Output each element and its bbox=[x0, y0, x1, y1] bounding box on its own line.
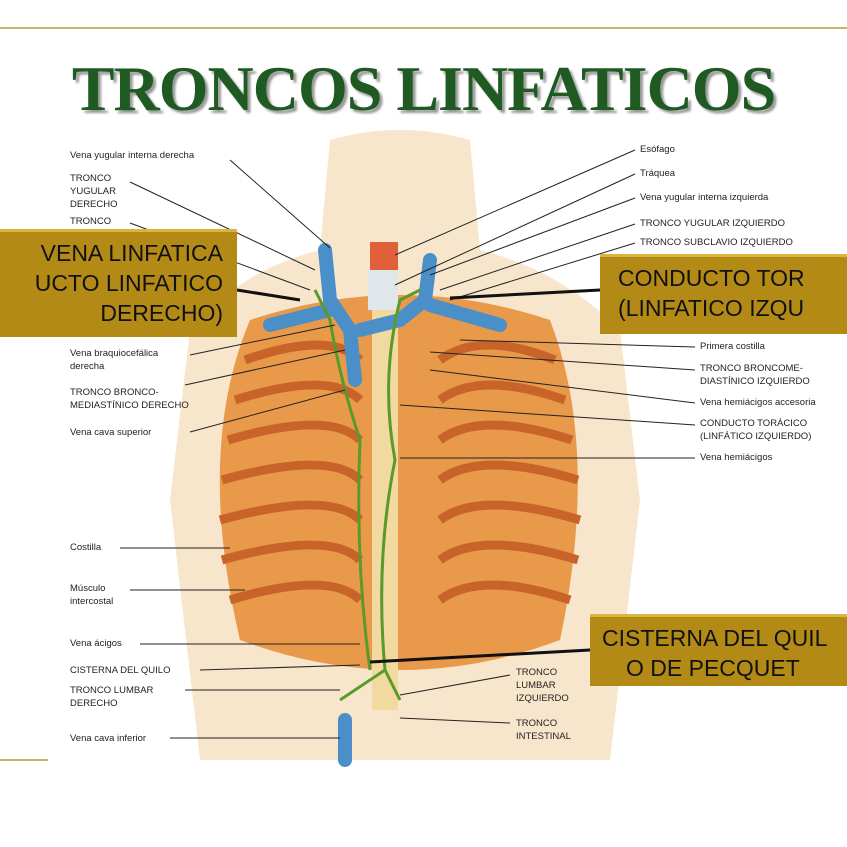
label-tronco-yugular-izquierdo: TRONCO YUGULAR IZQUIERDO bbox=[640, 218, 785, 229]
label-hemiacigos-accesoria: Vena hemiácigos accesoria bbox=[700, 397, 816, 408]
callout-arrows bbox=[236, 288, 601, 664]
label-tronco: TRONCO bbox=[70, 216, 112, 227]
label-tronco-bronco-derecho: TRONCO BRONCO-MEDIASTÍNICO DERECHO bbox=[70, 387, 189, 411]
ribs bbox=[218, 340, 582, 605]
slide-title: TRONCOS LINFATICOS bbox=[71, 53, 776, 124]
label-esofago: Esófago bbox=[640, 144, 675, 155]
label-vena-yugular-derecha: Vena yugular interna derecha bbox=[70, 150, 195, 161]
callout-thoracic-duct: CONDUCTO TOR(LINFATICO IZQU bbox=[600, 254, 847, 334]
label-hemiacigos: Vena hemiácigos bbox=[700, 452, 773, 463]
spine bbox=[372, 290, 398, 710]
bottom-rule bbox=[0, 759, 48, 761]
label-vena-cava-superior: Vena cava superior bbox=[70, 427, 152, 438]
label-vena-cava-inferior: Vena cava inferior bbox=[70, 733, 147, 744]
label-vena-acigos: Vena ácigos bbox=[70, 638, 122, 649]
veins bbox=[263, 243, 507, 767]
label-cisterna: CISTERNA DEL QUILO bbox=[70, 665, 171, 676]
label-conducto-toracico: CONDUCTO TORÁCICO(LINFÁTICO IZQUIERDO) bbox=[700, 418, 812, 442]
trachea bbox=[368, 270, 398, 310]
label-primera-costilla: Primera costilla bbox=[700, 341, 765, 352]
label-vena-yugular-izquierda: Vena yugular interna izquierda bbox=[640, 192, 769, 203]
label-tronco-subclavio-izquierdo: TRONCO SUBCLAVIO IZQUIERDO bbox=[640, 237, 793, 248]
label-tronco-bronco-izquierdo: TRONCO BRONCOME-DIASTÍNICO IZQUIERDO bbox=[700, 363, 810, 387]
label-costilla: Costilla bbox=[70, 542, 102, 553]
label-traquea: Tráquea bbox=[640, 168, 676, 179]
top-rule bbox=[0, 27, 847, 29]
lymph-vessels bbox=[313, 288, 421, 702]
